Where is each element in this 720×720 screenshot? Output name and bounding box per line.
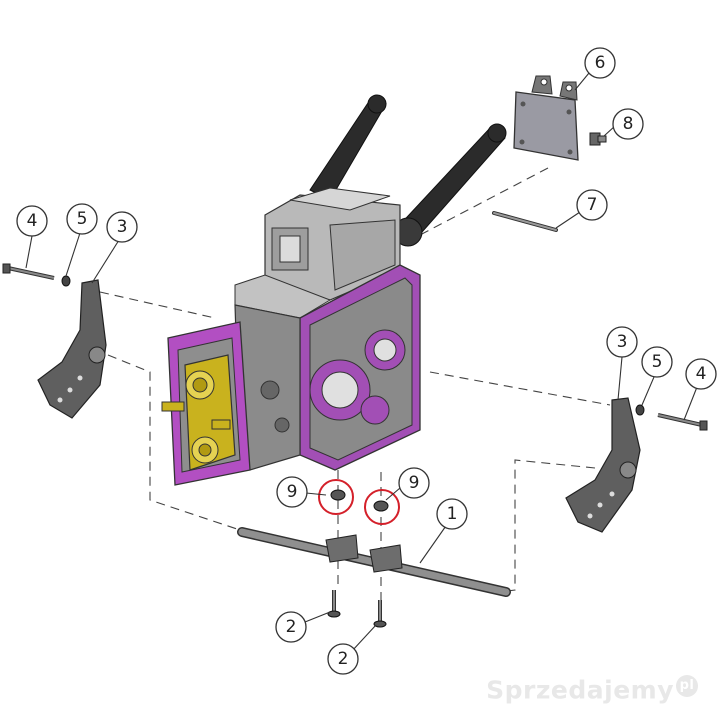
bracket-plate-part: [513, 75, 579, 161]
watermark-suffix: pl: [676, 674, 698, 697]
callout-3-right: 3: [606, 326, 638, 358]
callout-4-right: 4: [685, 358, 717, 390]
assembly-dashed-lines: [99, 167, 611, 600]
svg-text:6: 6: [595, 53, 606, 73]
right-washer-part: [635, 404, 645, 416]
screw-part-left: [327, 590, 341, 618]
right-bracket-part: [565, 397, 641, 533]
leader-lines: [25, 72, 698, 652]
svg-text:4: 4: [696, 364, 707, 384]
svg-text:9: 9: [287, 482, 298, 502]
nut-part-left: [330, 489, 346, 501]
callout-5-left: 5: [66, 203, 98, 235]
callout-6: 6: [584, 47, 616, 79]
watermark-text: Sprzedajemy: [486, 675, 674, 704]
left-bracket-part: [37, 279, 107, 419]
left-bolt-part: [2, 263, 55, 280]
callout-1: 1: [436, 498, 468, 530]
cross-shaft-part: [237, 527, 511, 597]
yellow-cover: [161, 354, 236, 471]
callout-7: 7: [576, 189, 608, 221]
hydraulic-top-block: [234, 187, 401, 319]
svg-text:1: 1: [447, 504, 458, 524]
screw-part-right: [373, 600, 387, 628]
nut-part-right: [373, 500, 389, 512]
callout-5-right: 5: [641, 346, 673, 378]
svg-text:4: 4: [27, 211, 38, 231]
highlight-circles: [318, 479, 400, 525]
svg-text:5: 5: [652, 352, 663, 372]
left-washer-part: [61, 275, 71, 287]
pin-part: [492, 211, 558, 232]
callout-8: 8: [612, 108, 644, 140]
callout-9-left: 9: [276, 476, 308, 508]
lift-arms: [309, 94, 507, 247]
callout-9-right: 9: [398, 467, 430, 499]
svg-text:8: 8: [623, 114, 634, 134]
svg-text:2: 2: [286, 617, 297, 637]
callout-4-left: 4: [16, 205, 48, 237]
svg-text:5: 5: [77, 209, 88, 229]
callout-2-right: 2: [327, 643, 359, 675]
callout-2-left: 2: [275, 611, 307, 643]
svg-text:3: 3: [617, 332, 628, 352]
small-bolt-part: [589, 132, 607, 146]
svg-text:2: 2: [338, 649, 349, 669]
svg-text:3: 3: [117, 217, 128, 237]
callout-3-left: 3: [106, 211, 138, 243]
right-bolt-part: [657, 413, 708, 431]
svg-text:9: 9: [409, 473, 420, 493]
svg-text:7: 7: [587, 195, 598, 215]
